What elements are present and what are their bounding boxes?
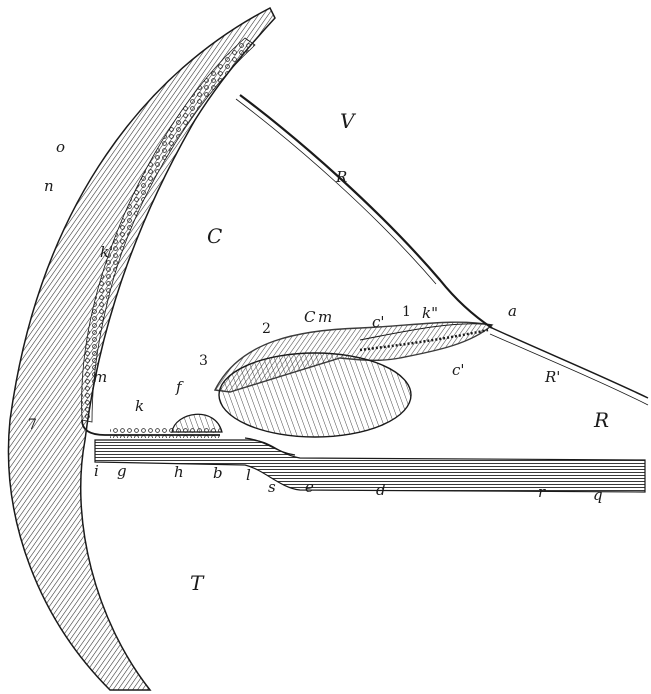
label-o: o [56, 138, 65, 156]
label-2: 2 [262, 321, 271, 337]
label-a: a [508, 302, 517, 320]
label-l: l [246, 466, 251, 484]
outer-wall-line-2 [490, 334, 648, 405]
label-s: s [268, 478, 276, 496]
label-r-lower: r [538, 483, 546, 501]
label-r-prime: R' [544, 368, 560, 386]
reissner-membrane-inner [236, 99, 436, 284]
label-7: 7 [28, 417, 37, 433]
label-c-prime: c' [372, 313, 385, 331]
outer-wall-line [492, 328, 648, 398]
label-n: n [44, 177, 54, 195]
label-3: 3 [199, 353, 208, 369]
label-e: e [305, 478, 314, 496]
label-c-prime-lower: c' [452, 361, 465, 379]
label-cm: C [304, 308, 316, 326]
label-f: f [175, 378, 184, 396]
organ-f [172, 414, 222, 432]
label-k-double: k" [422, 304, 438, 322]
label-g: g [117, 462, 127, 480]
label-r-right: R [593, 408, 609, 432]
label-v: V [340, 109, 357, 133]
reissner-membrane [240, 95, 492, 328]
label-d: d [376, 481, 386, 499]
label-t: T [190, 571, 205, 595]
label-b: b [213, 464, 223, 482]
bony-wall [8, 8, 275, 690]
label-i: i [94, 462, 99, 480]
label-k-prime: k' [100, 243, 113, 261]
label-r: R [335, 168, 347, 186]
label-h: h [174, 463, 184, 481]
label-c: C [207, 224, 222, 248]
label-q: q [593, 486, 603, 504]
label-k: k [135, 397, 144, 415]
ganglion-oval [219, 353, 411, 437]
label-m-upper: m [318, 308, 332, 326]
label-m-left: m [93, 368, 107, 386]
label-1: 1 [402, 304, 411, 320]
